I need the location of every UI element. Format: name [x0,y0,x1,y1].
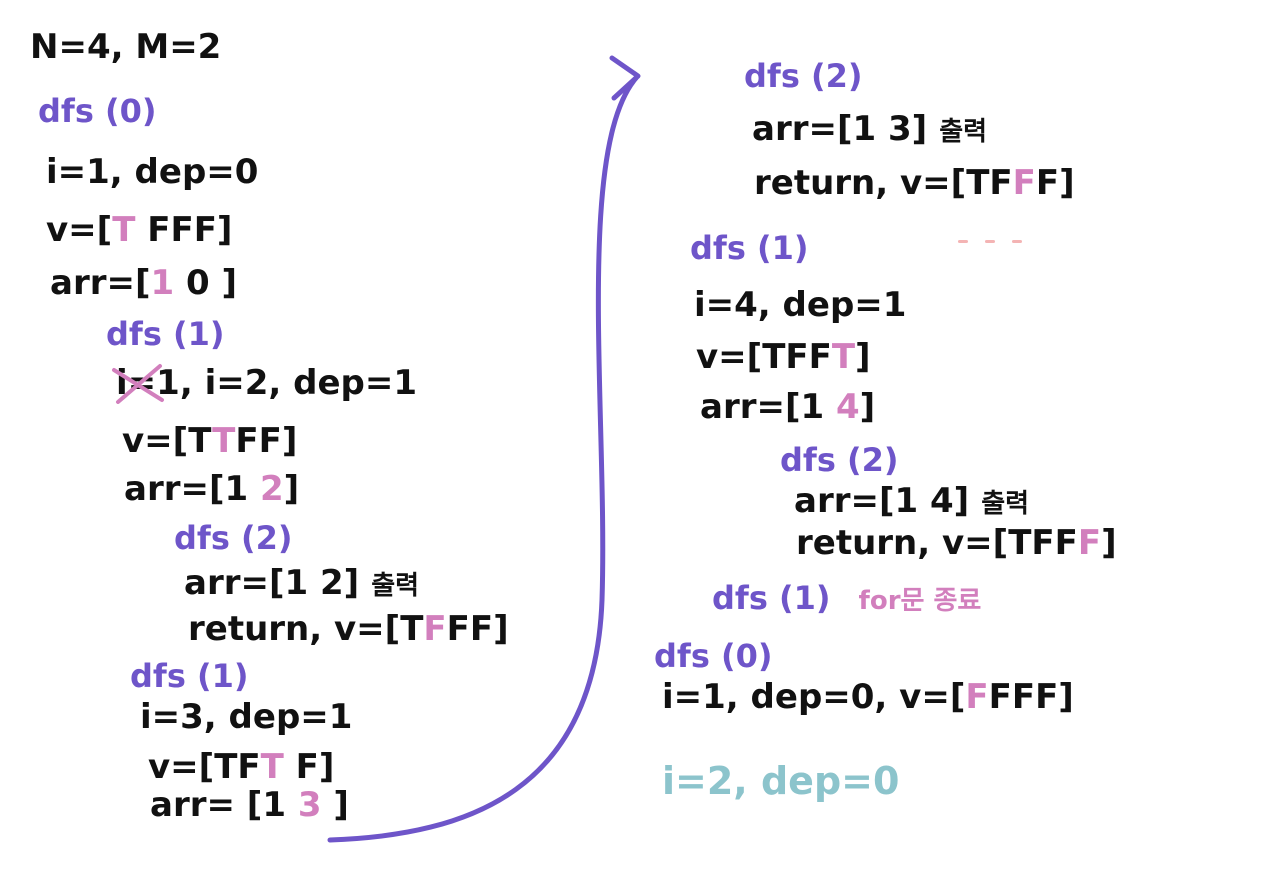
dfs1a-arr-post: ] [283,469,300,509]
dfs2a-ret-post: FF] [446,609,509,649]
dfs1c-index-line: i=4, dep=1 [694,285,907,325]
dfs1b-arr-post: ] [321,785,349,825]
dfs1c-visited-line: v=[TFFT] [696,340,871,374]
dfs2c-print-note: 출력 [981,489,1030,519]
stray-mark [1012,240,1022,243]
header-params: N=4, M=2 [30,27,222,67]
dfs1c-arr-hi: 4 [836,387,860,427]
dfs1a-arr-line: arr=[1 2] [124,472,299,506]
dfs2b-ret-pre: return, v=[TF [754,163,1013,203]
dfs1b-index-line: i=3, dep=1 [140,697,353,737]
dfs0-arr-hi: 1 [150,263,175,303]
dfs2c-ret-hi: F [1077,523,1102,563]
call-dfs2-b: dfs (2) [744,57,863,95]
dfs1a-visited-line: v=[TTFF] [122,424,297,458]
call-dfs2-a: dfs (2) [174,519,293,557]
crossed-out-index: i=1 [112,364,180,404]
cross-out-mark [112,364,164,404]
dfs1c-v-pre: v=[TFF [696,337,832,377]
dfs2c-ret-post: ] [1101,523,1117,563]
call-dfs1-a: dfs (1) [106,315,225,353]
dfs0b-post: FFF] [988,677,1074,717]
dfs0-arr-line: arr=[1 0 ] [50,266,237,300]
dfs0-v-pre: v=[ [46,210,113,250]
dfs1b-visited-line: v=[TFT F] [148,750,334,784]
dfs1c-v-hi: T [831,337,856,377]
dfs1b-arr-hi: 3 [297,785,322,825]
dfs1a-v-hi: T [212,421,236,461]
arrow-curve [327,75,639,843]
dfs2a-return-line: return, v=[TFFF] [188,612,509,646]
dfs1c-arr-pre: arr=[1 [700,387,836,427]
dfs1b-v-post: F] [283,747,335,787]
dfs0-v-hi: T [112,210,136,250]
dfs1b-v-hi: T [260,747,284,787]
dfs2b-arr: arr=[1 3] [752,109,928,149]
call-dfs1-c: dfs (1) [690,229,809,267]
dfs2b-arr-line: arr=[1 3] 출력 [752,112,987,146]
dfs2c-arr-line: arr=[1 4] 출력 [794,484,1029,518]
dfs1c-arr-post: ] [859,387,876,427]
dfs2c-arr: arr=[1 4] [794,481,970,521]
dfs0-visited-line: v=[T FFF] [46,213,232,247]
dfs2b-return-line: return, v=[TFFF] [754,166,1075,200]
dfs2b-ret-hi: F [1012,163,1036,203]
dfs2a-ret-pre: return, v=[T [188,609,424,649]
dfs1c-v-post: ] [855,337,871,377]
dfs2a-arr-line: arr=[1 2] 출력 [184,566,419,600]
stray-mark [985,240,995,243]
dfs0-arr-pre: arr=[ [50,263,151,303]
dfs1a-index-rest: , i=2, dep=1 [179,363,417,403]
dfs0-arr-post: 0 ] [174,263,238,303]
dfs0b-next-line: i=2, dep=0 [662,759,900,803]
dfs1c-arr-line: arr=[1 4] [700,390,875,424]
dfs2b-print-note: 출력 [939,117,988,147]
dfs2a-print-note: 출력 [371,571,420,601]
dfs0b-pre: i=1, dep=0, v=[ [662,677,966,717]
call-dfs1-end: dfs (1) [712,579,831,617]
dfs1b-arr-line: arr= [1 3 ] [150,788,349,822]
dfs1a-arr-pre: arr=[1 [124,469,260,509]
arrow-head [609,55,641,101]
dfs1b-arr-pre: arr= [1 [150,785,298,825]
dfs2a-arr: arr=[1 2] [184,563,360,603]
dfs1-end-line: dfs (1) for문 종료 [712,582,981,614]
stray-mark [958,240,968,243]
call-dfs0: dfs (0) [38,92,157,130]
dfs0b-hi: F [965,677,989,717]
call-dfs1-b: dfs (1) [130,657,249,695]
for-loop-end-note: for문 종료 [858,586,982,616]
dfs1a-v-pre: v=[T [122,421,213,461]
call-dfs2-c: dfs (2) [780,441,899,479]
dfs2b-ret-post: F] [1035,163,1075,203]
dfs0-index-line: i=1, dep=0 [46,152,259,192]
dfs0b-state-line: i=1, dep=0, v=[FFFF] [662,680,1074,714]
dfs0-v-post: FFF] [135,210,233,250]
call-dfs0-b: dfs (0) [654,637,773,675]
dfs2c-ret-pre: return, v=[TFF [796,523,1078,563]
dfs1a-arr-hi: 2 [260,469,284,509]
dfs1a-index-line: i=1, i=2, dep=1 [112,363,417,404]
dfs1b-v-pre: v=[TF [148,747,261,787]
dfs1a-v-post: FF] [235,421,298,461]
dfs2a-ret-hi: F [423,609,447,649]
dfs2c-return-line: return, v=[TFFF] [796,526,1117,560]
